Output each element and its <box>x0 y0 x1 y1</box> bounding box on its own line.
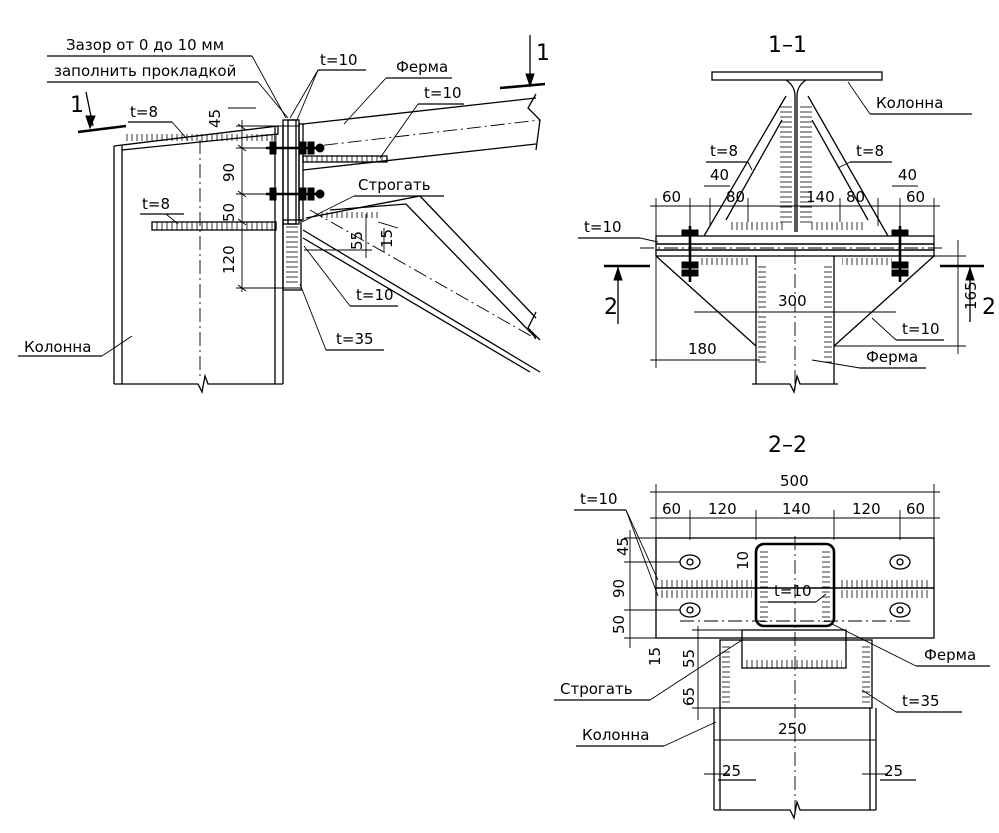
cut-2-left: 2 <box>604 295 618 320</box>
label-t10-s22-box: t=10 <box>774 582 812 600</box>
label-t35-s22: t=35 <box>902 692 940 710</box>
bolt-hole-br <box>889 602 911 618</box>
label-kolonna-main: Колонна <box>24 338 91 356</box>
bolt-upper <box>266 141 325 155</box>
label-t10-endplate: t=10 <box>320 51 358 69</box>
bolt-lower <box>266 187 325 201</box>
dim-s11-40b: 40 <box>898 166 917 184</box>
dim-s22-140: 140 <box>782 500 811 518</box>
label-ferma-s22: Ферма <box>924 646 976 664</box>
label-ferma-s11: Ферма <box>866 348 918 366</box>
dim-s22-250: 250 <box>778 720 807 738</box>
label-ferma-main: Ферма <box>396 58 448 76</box>
section-title-2-2: 2–2 <box>768 433 807 458</box>
label-t10-s11-gusset: t=10 <box>902 320 940 338</box>
elevation-view: Зазор от 0 до 10 мм заполнить прокладкой… <box>18 35 550 395</box>
dim-15: 15 <box>378 229 396 248</box>
dim-s22-120b: 120 <box>852 500 881 518</box>
label-strogat-s22: Строгать <box>560 680 633 698</box>
dim-s22-50: 50 <box>610 615 628 634</box>
dim-s11-180: 180 <box>688 340 717 358</box>
dim-s11-40a: 40 <box>710 166 729 184</box>
dim-s22-65: 65 <box>680 687 698 706</box>
dim-s22-500: 500 <box>780 472 809 490</box>
label-t10-s22: t=10 <box>580 490 618 508</box>
dim-s22-90: 90 <box>610 579 628 598</box>
dim-s22-15: 15 <box>646 647 664 666</box>
label-t35: t=35 <box>336 330 374 348</box>
label-t10-gusset: t=10 <box>424 84 462 102</box>
label-t8-stiffener: t=8 <box>142 195 170 213</box>
dim-s11-140: 140 <box>806 188 835 206</box>
dim-s11-80b: 80 <box>846 188 865 206</box>
dim-s22-60b: 60 <box>906 500 925 518</box>
dim-45: 45 <box>206 109 224 128</box>
label-kolonna-s11: Колонна <box>876 94 943 112</box>
dim-s22-45: 45 <box>614 537 632 556</box>
dim-s11-300: 300 <box>778 292 807 310</box>
dim-s22-120a: 120 <box>708 500 737 518</box>
cut-1-left: 1 <box>70 93 84 118</box>
gap-note-line2: заполнить прокладкой <box>54 62 236 80</box>
dim-s11-165: 165 <box>962 281 980 310</box>
dim-s22-10: 10 <box>734 551 752 570</box>
dim-s11-80a: 80 <box>726 188 745 206</box>
cut-1-right: 1 <box>536 41 550 66</box>
dim-s11-60a: 60 <box>662 188 681 206</box>
label-t10-s11: t=10 <box>584 218 622 236</box>
section-2-2: 2–2 500 60 120 140 120 60 <box>554 433 990 821</box>
dim-s11-60b: 60 <box>906 188 925 206</box>
label-kolonna-s22: Колонна <box>582 726 649 744</box>
dim-s22-55: 55 <box>680 649 698 668</box>
dim-55: 55 <box>348 231 366 250</box>
label-t8-s11-left: t=8 <box>710 142 738 160</box>
dim-120: 120 <box>220 245 238 274</box>
section-1-1: 1–1 <box>578 33 996 395</box>
label-t8-s11-right: t=8 <box>856 142 884 160</box>
bolt-hole-tl <box>679 554 701 570</box>
gap-note-line1: Зазор от 0 до 10 мм <box>66 36 224 54</box>
section-title-1-1: 1–1 <box>768 33 807 58</box>
cut-2-right: 2 <box>982 295 996 320</box>
bolt-s11-left <box>681 226 699 282</box>
dim-s22-25b: 25 <box>884 762 903 780</box>
dim-90: 90 <box>220 163 238 182</box>
dim-50: 50 <box>220 203 238 222</box>
bolt-hole-bl <box>679 602 701 618</box>
dim-s22-25a: 25 <box>722 762 741 780</box>
bolt-hole-tr <box>889 554 911 570</box>
dim-s22-60a: 60 <box>662 500 681 518</box>
bolt-s11-right <box>891 226 909 282</box>
label-strogat-main: Строгать <box>358 176 431 194</box>
label-t8-top: t=8 <box>130 103 158 121</box>
label-t10-lower: t=10 <box>356 286 394 304</box>
